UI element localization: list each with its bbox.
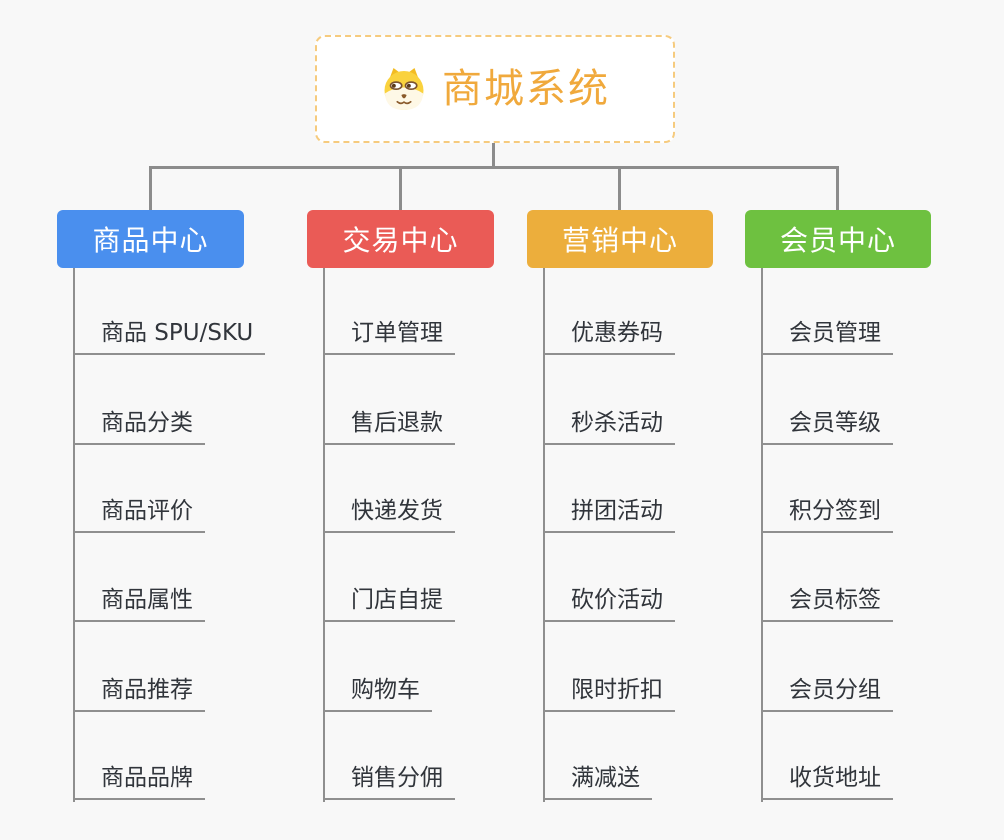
leaf-node[interactable]: 购物车 [323,668,432,712]
leaf-node[interactable]: 收货地址 [761,756,893,800]
branch-node-trade-center[interactable]: 交易中心 [307,210,494,268]
leaf-column-marketing-center: 优惠券码 秒杀活动 拼团活动 砍价活动 限时折扣 满减送 [527,268,787,813]
leaf-node[interactable]: 订单管理 [323,311,455,355]
leaf-node[interactable]: 售后退款 [323,401,455,445]
connector-drop-branch-trade [399,166,402,212]
leaf-node[interactable]: 商品评价 [73,489,205,533]
leaf-node[interactable]: 砍价活动 [543,578,675,622]
leaf-node[interactable]: 商品属性 [73,578,205,622]
branch-label: 会员中心 [779,224,896,257]
leaf-node[interactable]: 门店自提 [323,578,455,622]
leaf-node[interactable]: 商品 SPU/SKU [73,311,266,355]
connector-drop-branch-products [149,166,152,212]
leaf-node[interactable]: 秒杀活动 [543,401,675,445]
connector-horizontal-rail [149,166,838,169]
leaf-node[interactable]: 限时折扣 [543,668,675,712]
connector-drop-branch-members [836,166,839,212]
connector-trunk [543,268,545,802]
leaf-node[interactable]: 商品品牌 [73,756,205,800]
connector-drop-branch-marketing [618,166,621,212]
leaf-node[interactable]: 会员等级 [761,401,893,445]
leaf-node[interactable]: 积分签到 [761,489,893,533]
leaf-node[interactable]: 商品推荐 [73,668,205,712]
leaf-column-member-center: 会员管理 会员等级 积分签到 会员标签 会员分组 收货地址 [745,268,1004,813]
branch-node-product-center[interactable]: 商品中心 [57,210,244,268]
leaf-node[interactable]: 销售分佣 [323,756,455,800]
leaf-node[interactable]: 优惠券码 [543,311,675,355]
root-title: 商城系统 [442,66,610,112]
connector-trunk [761,268,763,802]
leaf-node[interactable]: 快递发货 [323,489,455,533]
branch-node-member-center[interactable]: 会员中心 [745,210,931,268]
branch-label: 交易中心 [342,224,459,257]
branch-node-marketing-center[interactable]: 营销中心 [527,210,713,268]
dog-face-icon [384,68,424,110]
leaf-node[interactable]: 拼团活动 [543,489,675,533]
leaf-node[interactable]: 会员分组 [761,668,893,712]
connector-trunk [323,268,325,802]
leaf-node[interactable]: 商品分类 [73,401,205,445]
connector-trunk [73,268,75,802]
connector-root-drop [492,143,495,168]
branch-label: 商品中心 [92,224,209,257]
branch-label: 营销中心 [561,224,678,257]
leaf-node[interactable]: 满减送 [543,756,652,800]
leaf-node[interactable]: 会员标签 [761,578,893,622]
leaf-node[interactable]: 会员管理 [761,311,893,355]
leaf-column-product-center: 商品 SPU/SKU 商品分类 商品评价 商品属性 商品推荐 商品品牌 [57,268,317,813]
leaf-column-trade-center: 订单管理 售后退款 快递发货 门店自提 购物车 销售分佣 [307,268,567,813]
root-node-mall-system[interactable]: 商城系统 [315,35,675,143]
